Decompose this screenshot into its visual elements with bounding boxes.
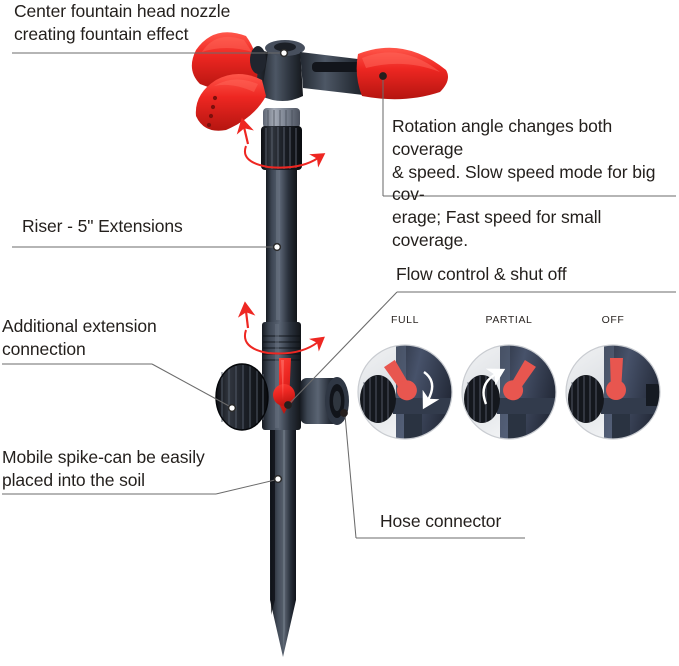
rotor-arm-right (300, 47, 448, 100)
callout-hose-connector: Hose connector (380, 511, 502, 531)
inset-label-partial: PARTIAL (485, 314, 533, 326)
leader-flow-control (284, 291, 676, 409)
leader-spike (2, 474, 283, 495)
leader-hose-connector (340, 409, 525, 539)
rotation-collar (261, 108, 302, 170)
inset-full (357, 344, 453, 440)
callout-center-nozzle: Center fountain head nozzle creating fou… (14, 1, 231, 44)
leader-nozzle (12, 48, 289, 58)
inset-label-full: FULL (390, 314, 420, 326)
callout-flow-control: Flow control & shut off (396, 264, 567, 284)
callout-mobile-spike: Mobile spike-can be easily placed into t… (2, 447, 205, 490)
sprinkler-head-hub (261, 40, 305, 101)
callout-additional-extension: Additional extension connection (2, 316, 157, 359)
hose-connector (300, 377, 349, 425)
rotor-arm-lower-left (195, 74, 266, 131)
riser-tube (266, 168, 297, 323)
rotation-arrow-head (236, 117, 326, 169)
ground-spike (270, 425, 296, 657)
rotation-arrow-lower (237, 301, 325, 355)
leader-riser (12, 242, 282, 252)
callout-rotation-angle: Rotation angle changes both coverage & s… (392, 116, 656, 250)
extension-knob (215, 363, 269, 431)
inset-off (565, 344, 661, 440)
inset-label-off: OFF (601, 314, 625, 326)
leader-rotation (379, 72, 676, 197)
flow-control-lever (273, 358, 295, 414)
leader-extension (2, 363, 237, 413)
leader-lines (2, 48, 676, 539)
callout-riser: Riser - 5" Extensions (22, 216, 183, 236)
inset-partial (461, 344, 557, 440)
